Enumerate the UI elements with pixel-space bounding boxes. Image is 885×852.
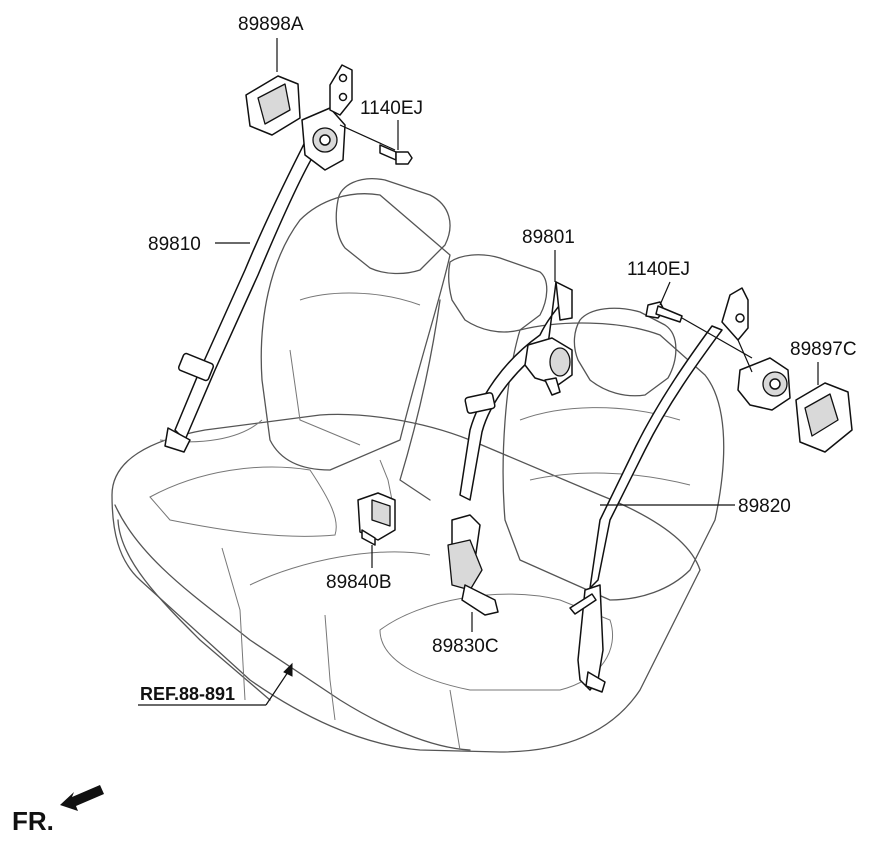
reference-callout: REF.88-891 bbox=[138, 662, 293, 706]
callout-89840B: 89840B bbox=[326, 572, 392, 593]
right-retractor-bracket bbox=[721, 287, 749, 341]
callout-89801: 89801 bbox=[522, 227, 575, 248]
callout-1140EJ-right: 1140EJ bbox=[627, 259, 690, 280]
center-seat-belt-assembly bbox=[459, 281, 573, 501]
callout-89810: 89810 bbox=[148, 234, 201, 255]
rear-seat-outline bbox=[111, 178, 725, 753]
front-direction-marker: FR. bbox=[12, 785, 104, 836]
leader-lines bbox=[215, 38, 819, 632]
callout-89830C: 89830C bbox=[432, 636, 499, 657]
left-belt-tongue bbox=[177, 352, 215, 382]
left-belt-end-tab bbox=[164, 427, 191, 453]
left-seat-belt-assembly bbox=[164, 64, 413, 453]
reference-label: REF.88-891 bbox=[140, 684, 235, 704]
left-retractor-bracket bbox=[329, 64, 353, 116]
center-belt-tongue bbox=[464, 392, 496, 414]
callout-89898A: 89898A bbox=[238, 14, 304, 35]
top-mounting-bolt bbox=[339, 124, 413, 165]
callout-89820: 89820 bbox=[738, 496, 791, 517]
right-belt-webbing bbox=[589, 325, 723, 589]
callout-89897C: 89897C bbox=[790, 339, 857, 360]
buckle-89830C bbox=[447, 514, 499, 616]
right-mounting-bolt bbox=[645, 301, 753, 359]
buckle-89840B bbox=[357, 492, 396, 546]
right-seat-belt-assembly bbox=[569, 287, 853, 693]
front-arrow-icon bbox=[60, 785, 104, 811]
front-label: FR. bbox=[12, 806, 54, 836]
callout-1140EJ-top: 1140EJ bbox=[360, 98, 423, 119]
